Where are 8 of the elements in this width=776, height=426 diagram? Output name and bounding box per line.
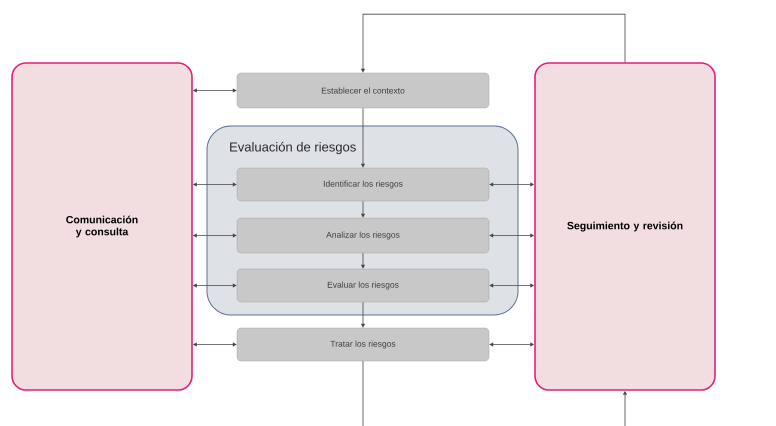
process-box: Establecer el contexto (236, 72, 490, 108)
process-box: Analizar los riesgos (236, 218, 490, 254)
process-box: Evaluar los riesgos (236, 268, 490, 302)
process-box: Tratar los riesgos (236, 328, 490, 362)
side-box: Seguimiento y revisión (534, 62, 716, 391)
group-title: Evaluación de riesgos (228, 140, 358, 156)
process-box: Identificar los riesgos (236, 168, 490, 202)
side-box: Comunicación y consulta (11, 62, 193, 391)
